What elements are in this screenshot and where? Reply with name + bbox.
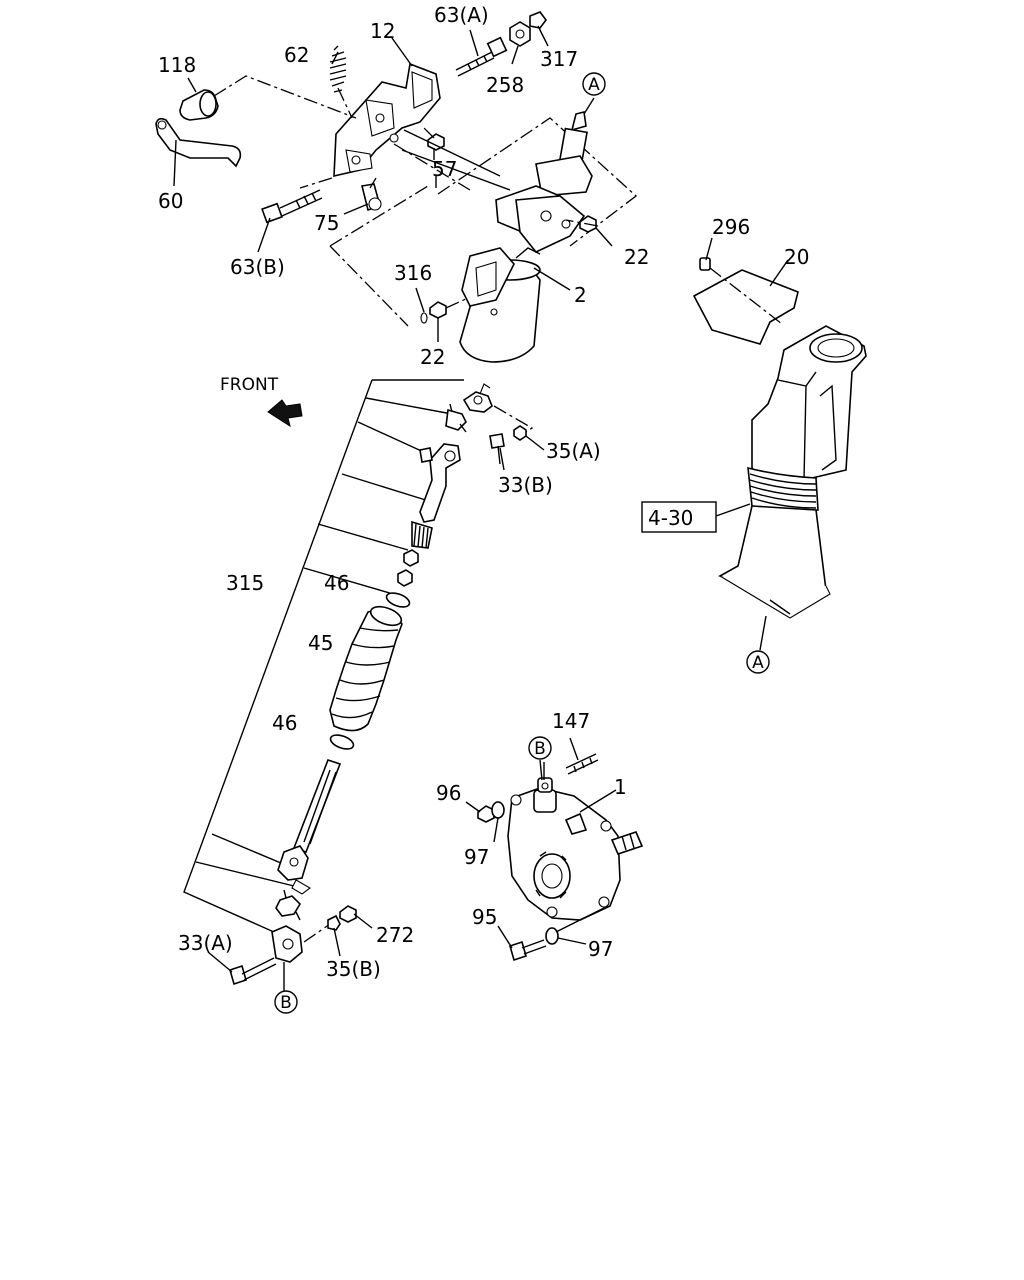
label-45: 45 <box>308 631 333 655</box>
label-57: 57 <box>432 157 457 181</box>
part-62-spring <box>329 45 347 93</box>
part-number-labels: 118 62 12 63(A) 258 317 60 75 57 63(B) 3… <box>158 3 809 981</box>
label-258: 258 <box>486 73 524 97</box>
front-label: FRONT <box>220 375 279 395</box>
svg-text:B: B <box>534 739 546 759</box>
part-315-shaft-assembly <box>183 379 534 986</box>
part-60-lever <box>155 117 242 168</box>
part-20-cover <box>692 257 799 345</box>
label-97-bottom: 97 <box>588 937 613 961</box>
callout-markers: A A B B <box>274 72 770 1014</box>
part-57-nut <box>427 133 445 151</box>
part-63b-bolt <box>261 189 323 224</box>
callout-a-right <box>746 650 770 674</box>
part-296-screw <box>699 257 711 271</box>
part-4-30-boot <box>718 325 867 651</box>
part-1-steering-gear <box>477 753 644 962</box>
label-296: 296 <box>712 215 750 239</box>
callout-b-bottom <box>274 990 298 1014</box>
svg-text:A: A <box>588 75 600 95</box>
part-63a-bolt <box>455 36 508 77</box>
label-62: 62 <box>284 43 309 67</box>
label-33b: 33(B) <box>498 473 553 497</box>
callout-a-top <box>582 72 606 96</box>
label-20: 20 <box>784 245 809 269</box>
svg-text:A: A <box>752 653 764 673</box>
label-316: 316 <box>394 261 432 285</box>
label-63a: 63(A) <box>434 3 489 27</box>
label-2: 2 <box>574 283 587 307</box>
label-118: 118 <box>158 53 196 77</box>
label-46-top: 46 <box>324 571 349 595</box>
label-12: 12 <box>370 19 395 43</box>
part-75-bolt <box>361 183 382 212</box>
svg-text:B: B <box>280 993 292 1013</box>
upper-bracket-assembly <box>155 11 638 327</box>
label-4-30-box <box>641 501 717 533</box>
label-60: 60 <box>158 189 183 213</box>
front-arrow-icon <box>267 399 303 428</box>
part-258-nut <box>509 21 531 47</box>
label-22-bottom: 22 <box>420 345 445 369</box>
label-97-top: 97 <box>464 845 489 869</box>
label-35b: 35(B) <box>326 957 381 981</box>
label-46-bottom: 46 <box>272 711 297 735</box>
part-45-bellows <box>329 605 403 732</box>
label-33a: 33(A) <box>178 931 233 955</box>
label-147: 147 <box>552 709 590 733</box>
part-118-bushing <box>179 89 219 121</box>
label-95: 95 <box>472 905 497 929</box>
label-63b: 63(B) <box>230 255 285 279</box>
label-4-30: 4-30 <box>648 506 693 530</box>
label-75: 75 <box>314 211 339 235</box>
label-1: 1 <box>614 775 627 799</box>
label-96: 96 <box>436 781 461 805</box>
leader-lines <box>173 25 789 992</box>
part-2-column-assembly <box>420 111 599 363</box>
label-315: 315 <box>226 571 264 595</box>
label-272: 272 <box>376 923 414 947</box>
callout-b-gear <box>528 736 552 760</box>
part-12-bracket <box>333 62 441 178</box>
label-22-top: 22 <box>624 245 649 269</box>
label-35a: 35(A) <box>546 439 601 463</box>
label-317: 317 <box>540 47 578 71</box>
part-317-washer <box>529 11 547 29</box>
